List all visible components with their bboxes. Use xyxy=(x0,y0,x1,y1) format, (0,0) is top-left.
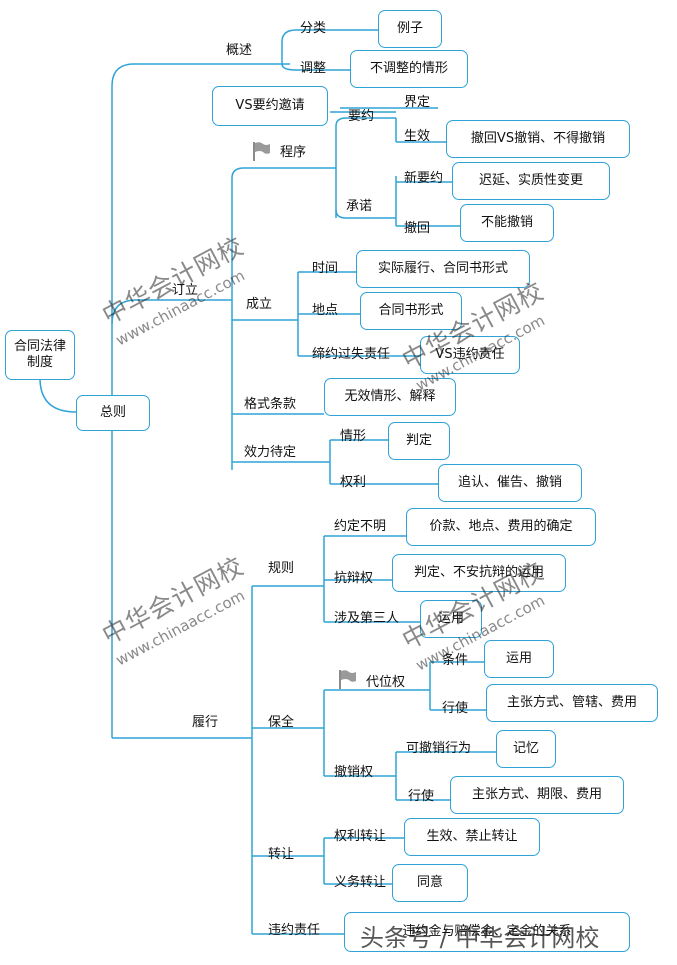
vs-offer-invite-node: VS要约邀请 xyxy=(212,86,328,126)
situation-label: 情形 xyxy=(340,429,367,444)
invalid-interpretation-node: 无效情形、解释 xyxy=(324,378,456,416)
formation-label: 成立 xyxy=(246,297,273,312)
cannot-revoke-node: 不能撤销 xyxy=(460,204,554,242)
apply-node-1: 运用 xyxy=(420,600,482,638)
place-label: 地点 xyxy=(312,303,339,318)
adjustment-label: 调整 xyxy=(300,61,327,76)
obligation-transfer-label: 义务转让 xyxy=(334,875,387,890)
delay-substantive-node: 迟延、实质性变更 xyxy=(452,162,610,200)
root-node: 合同法律 制度 xyxy=(5,330,75,380)
ratify-urge-revoke-node: 追认、催告、撤销 xyxy=(438,464,582,502)
define-label: 界定 xyxy=(404,95,431,110)
time-label: 时间 xyxy=(312,261,339,276)
overview-label: 概述 xyxy=(226,43,253,58)
general-node: 总则 xyxy=(76,395,150,431)
exercise-label-2: 行使 xyxy=(408,789,435,804)
judge-insecurity-node: 判定、不安抗辩的运用 xyxy=(392,554,566,592)
example-node: 例子 xyxy=(378,10,442,48)
procedure-label: 程序 xyxy=(280,145,307,160)
apply-node-2: 运用 xyxy=(484,640,554,678)
footer-watermark: 头条号 / 中华会计网校 xyxy=(360,924,600,952)
revocable-act-label: 可撤销行为 xyxy=(406,741,472,756)
subrogation-label: 代位权 xyxy=(366,675,406,690)
actual-performance-node: 实际履行、合同书形式 xyxy=(356,250,530,288)
offer-label: 要约 xyxy=(348,109,375,124)
standard-terms-label: 格式条款 xyxy=(244,397,297,412)
flag-icon xyxy=(339,670,356,689)
unclear-terms-label: 约定不明 xyxy=(334,519,387,534)
rights-label: 权利 xyxy=(340,475,367,490)
claim-jurisdiction-cost-node: 主张方式、管辖、费用 xyxy=(486,684,658,722)
conclude-label: 订立 xyxy=(172,283,199,298)
defense-right-label: 抗辩权 xyxy=(334,571,374,586)
memorize-node: 记忆 xyxy=(496,730,556,768)
withdraw-label: 撤回 xyxy=(404,221,431,236)
classification-label: 分类 xyxy=(300,21,327,36)
not-adjusted-node: 不调整的情形 xyxy=(350,50,468,88)
contract-form-node: 合同书形式 xyxy=(360,292,462,330)
new-offer-label: 新要约 xyxy=(404,171,444,186)
third-party-label: 涉及第三人 xyxy=(334,611,400,626)
exercise-label-1: 行使 xyxy=(442,701,469,716)
precontract-liability-label: 缔约过失责任 xyxy=(312,347,391,362)
rules-label: 规则 xyxy=(268,561,295,576)
revoke-vs-withdraw-node: 撤回VS撤销、不得撤销 xyxy=(446,120,630,158)
acceptance-label: 承诺 xyxy=(346,199,373,214)
conditions-label: 条件 xyxy=(442,653,469,668)
preservation-label: 保全 xyxy=(268,715,295,730)
breach-summary-node: 违约金与赔偿金、定金的关系 xyxy=(344,912,630,952)
revocation-right-label: 撤销权 xyxy=(334,765,374,780)
transfer-label: 转让 xyxy=(268,847,295,862)
consent-node: 同意 xyxy=(392,864,468,902)
judgment-node: 判定 xyxy=(388,422,450,460)
claim-period-cost-node: 主张方式、期限、费用 xyxy=(450,776,624,814)
flag-icon xyxy=(253,142,270,161)
vs-breach-liability-node: VS违约责任 xyxy=(420,336,520,374)
pending-validity-label: 效力待定 xyxy=(244,445,297,460)
effect-label: 生效 xyxy=(404,129,431,144)
breach-liability-label: 违约责任 xyxy=(268,923,321,938)
rights-transfer-label: 权利转让 xyxy=(334,829,387,844)
price-place-cost-node: 价款、地点、费用的确定 xyxy=(406,508,596,546)
effect-prohibit-node: 生效、禁止转让 xyxy=(404,818,540,856)
performance-label: 履行 xyxy=(192,715,219,730)
